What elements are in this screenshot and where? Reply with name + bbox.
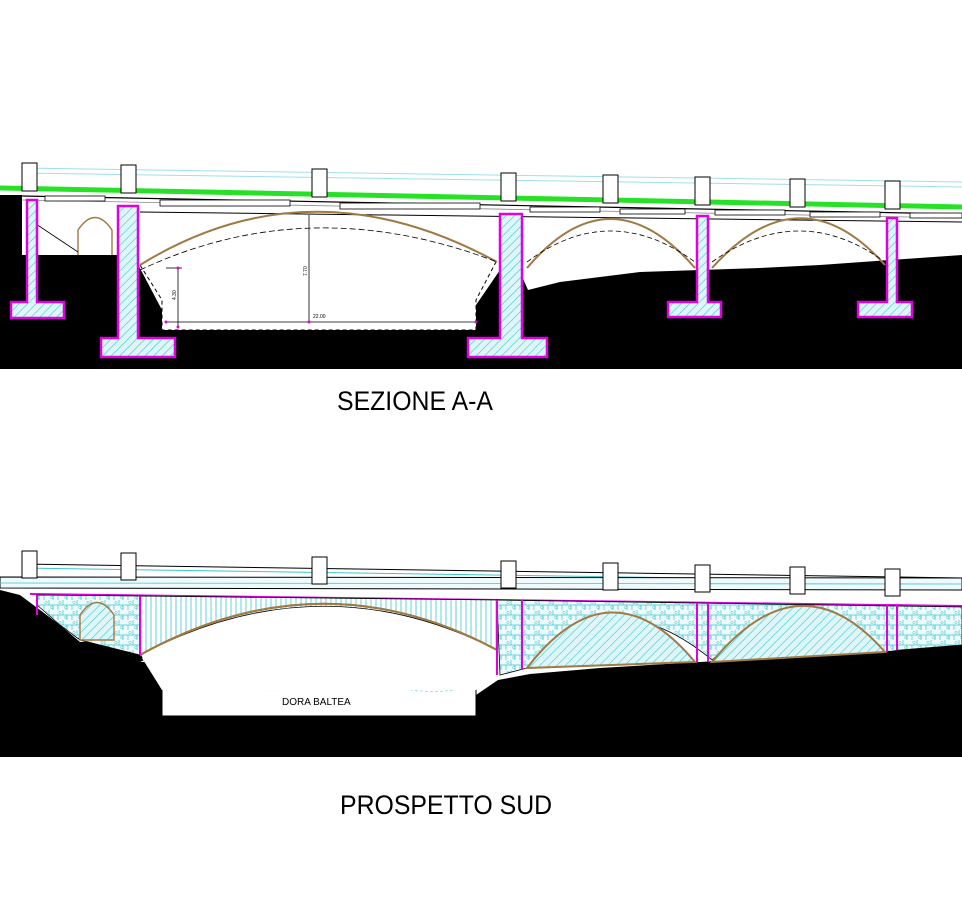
river-label: DORA BALTEA [282,697,351,708]
elevation-arch-2 [524,611,698,670]
pier-5 [856,216,914,319]
pier-4 [666,214,723,319]
section-title: SEZIONE A-A [337,386,493,416]
section-drawing: 22.00 7.70 4.30 [0,162,962,369]
section-piers [9,198,914,359]
pier-2 [99,204,177,359]
pier-3 [466,212,549,359]
elevation-ground [0,590,962,757]
elevation-parapet-posts [21,550,901,597]
elevation-drawing: DORA BALTEA [0,550,962,757]
elevation-title: PROSPETTO SUD [340,790,553,820]
section-ground [0,195,962,369]
parapet-posts [21,162,901,210]
road-surface-line [0,185,962,210]
dimension-lines [166,215,476,327]
elevation-arch-3 [709,605,888,664]
dimension-height-label: 7.70 [303,266,309,276]
pier-1 [9,198,66,320]
dimension-subheight-label: 4.30 [172,290,178,300]
section-main-arch [139,210,498,266]
dimension-span-label: 22.00 [313,314,326,320]
